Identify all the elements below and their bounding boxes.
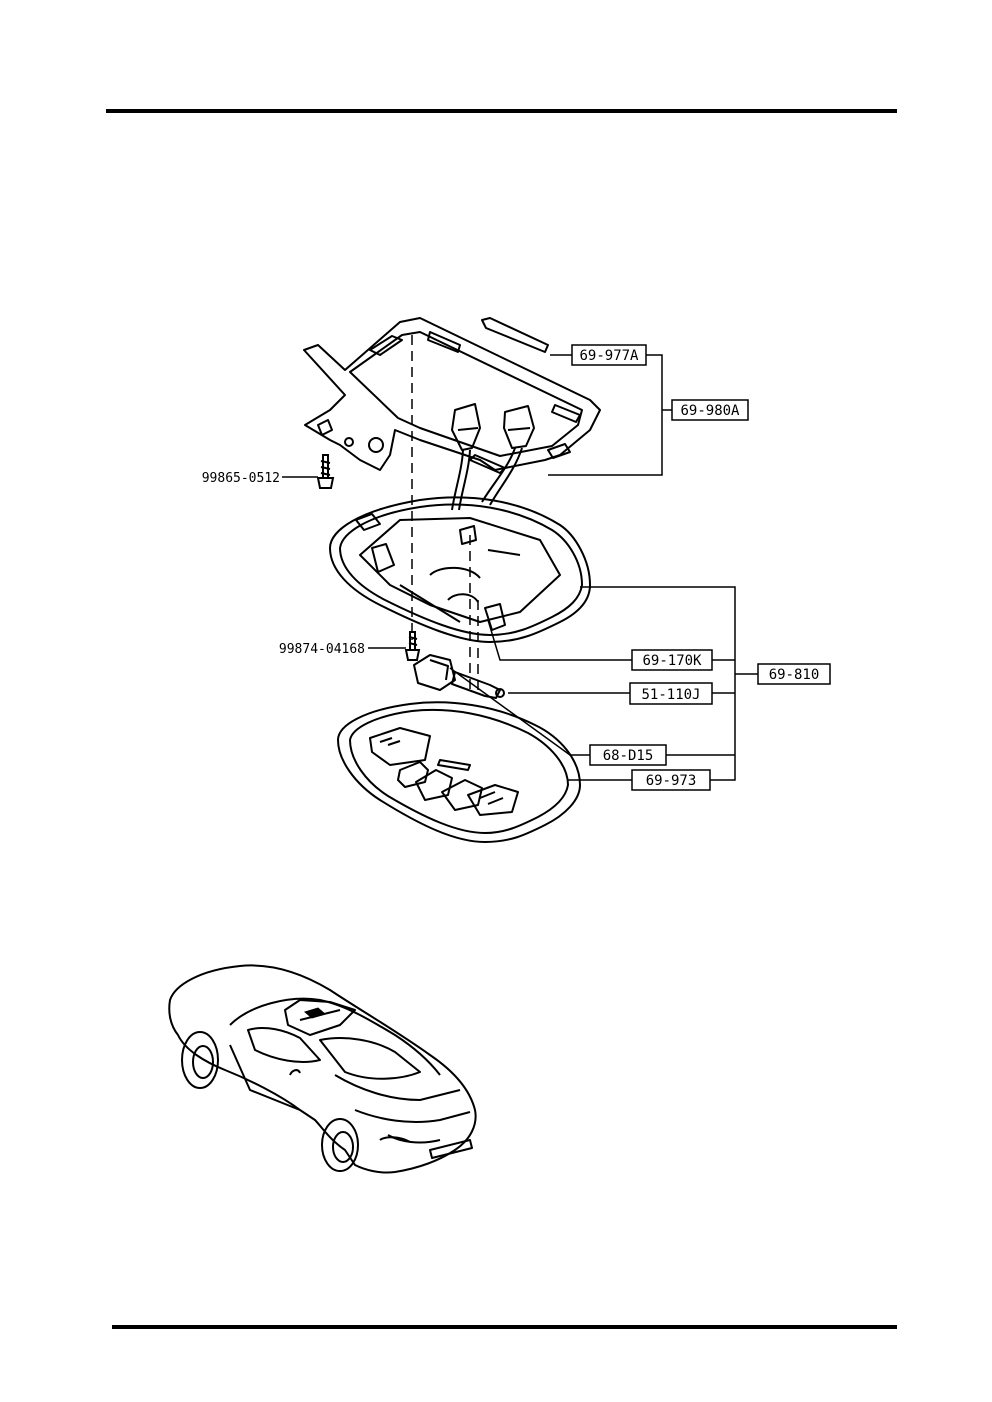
bulb-socket-drawing (413, 654, 505, 699)
alignment-lines (411, 335, 479, 690)
lens-cover-drawing (337, 701, 581, 843)
part-number-text: 99874-04168 (279, 642, 365, 657)
part-number-text: 51-110J (641, 687, 700, 703)
part-number-text: 99865-0512 (202, 471, 280, 486)
part-label-69-810[interactable]: 69-810 (757, 663, 831, 685)
part-number-text: 68-D15 (603, 748, 654, 764)
part-label-68-D15[interactable]: 68-D15 (589, 744, 667, 766)
car-location-drawing (168, 964, 477, 1174)
part-label-69-980A[interactable]: 69-980A (671, 399, 749, 421)
console-location-marker (303, 1007, 327, 1019)
part-label-69-973[interactable]: 69-973 (631, 769, 711, 791)
part-label-51-110J[interactable]: 51-110J (629, 682, 713, 705)
part-number-text: 69-980A (680, 403, 740, 419)
part-number-text: 69-977A (579, 348, 639, 364)
mounting-bracket-drawing (303, 317, 601, 474)
part-label-69-170K[interactable]: 69-170K (631, 649, 713, 671)
part-number-text: 69-973 (646, 773, 697, 789)
screw-icon (404, 631, 421, 661)
screw-icon (316, 454, 335, 489)
wiring-harness-drawing (451, 403, 535, 511)
part-label-99865-0512[interactable]: 99865-0512 (202, 471, 280, 486)
part-label-69-977A[interactable]: 69-977A (571, 344, 647, 366)
part-number-text: 69-170K (642, 653, 702, 669)
leader-lines (282, 354, 758, 781)
part-number-text: 69-810 (769, 667, 820, 683)
part-label-99874-04168[interactable]: 99874-04168 (279, 642, 365, 657)
console-housing-drawing (329, 496, 591, 643)
